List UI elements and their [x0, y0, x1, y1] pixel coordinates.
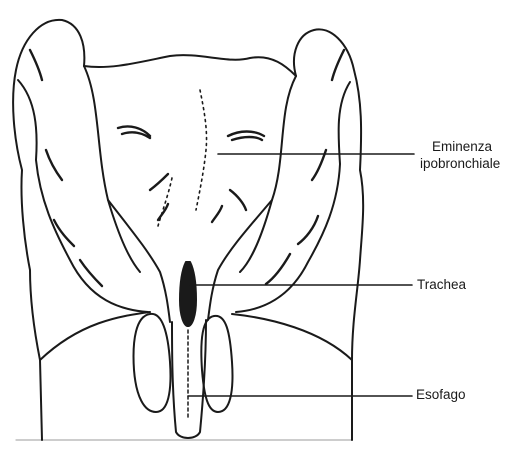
right-lateral-fold: [240, 76, 296, 272]
lower-right-basin: [232, 314, 352, 360]
eminence-ridge-2: [158, 178, 172, 226]
right-pyriform-outline: [236, 82, 350, 312]
left-lateral-fold: [84, 66, 140, 272]
left-cartilage: [134, 314, 171, 412]
eminence-ridge: [196, 90, 207, 210]
left-arch: [13, 20, 84, 440]
left-pyriform-outline: [18, 80, 148, 312]
label-eminenza-ipobronchiale: Eminenza ipobronchiale: [420, 138, 500, 172]
label-esofago: Esofago: [416, 386, 466, 403]
label-eminenza-line2: ipobronchiale: [420, 155, 500, 172]
epiglottis-rim: [84, 55, 296, 76]
surface-shading-strokes: [30, 50, 344, 286]
right-arch: [294, 29, 363, 440]
esophagus-tube: [172, 320, 206, 438]
label-trachea: Trachea: [417, 276, 466, 293]
label-eminenza-line1: Eminenza: [420, 138, 500, 155]
aryepiglottic-fold-right: [208, 200, 272, 320]
tracheal-opening: [180, 262, 196, 326]
